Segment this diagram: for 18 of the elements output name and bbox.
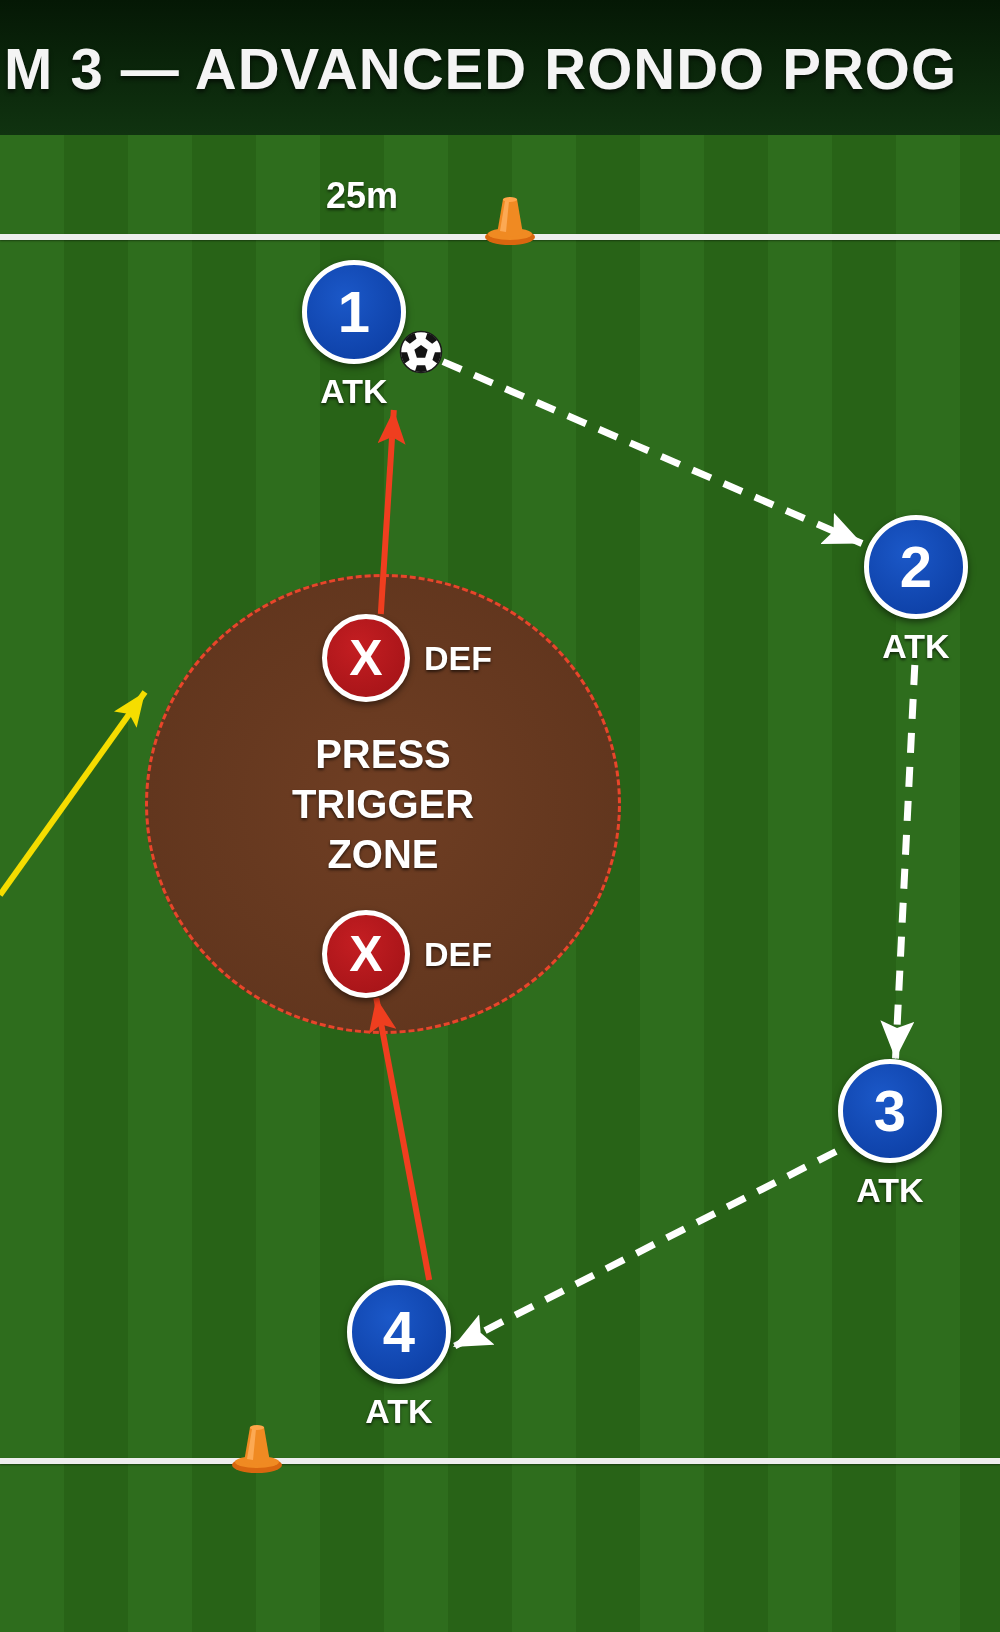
arrow: [0, 690, 148, 897]
title: M 3 — ADVANCED RONDO PROG: [4, 36, 958, 102]
arrow: [377, 409, 406, 615]
defender-marker: X: [322, 614, 410, 702]
defender-label: DEF: [424, 639, 492, 677]
distance-label: 25m: [326, 176, 399, 216]
player-label: ATK: [882, 627, 950, 665]
soccer-ball-icon: [399, 330, 443, 374]
player-label: ATK: [856, 1171, 924, 1209]
player-label: ATK: [365, 1392, 433, 1430]
player-label: ATK: [320, 372, 388, 410]
defender-label: DEF: [424, 935, 492, 973]
zone-label: PRESS TRIGGER ZONE: [290, 731, 476, 878]
arrow: [368, 997, 433, 1281]
dashed-arrow: [441, 358, 864, 547]
dashed-arrow: [451, 1148, 838, 1350]
dashed-arrow: [880, 664, 919, 1060]
defender-marker: X: [322, 910, 410, 998]
